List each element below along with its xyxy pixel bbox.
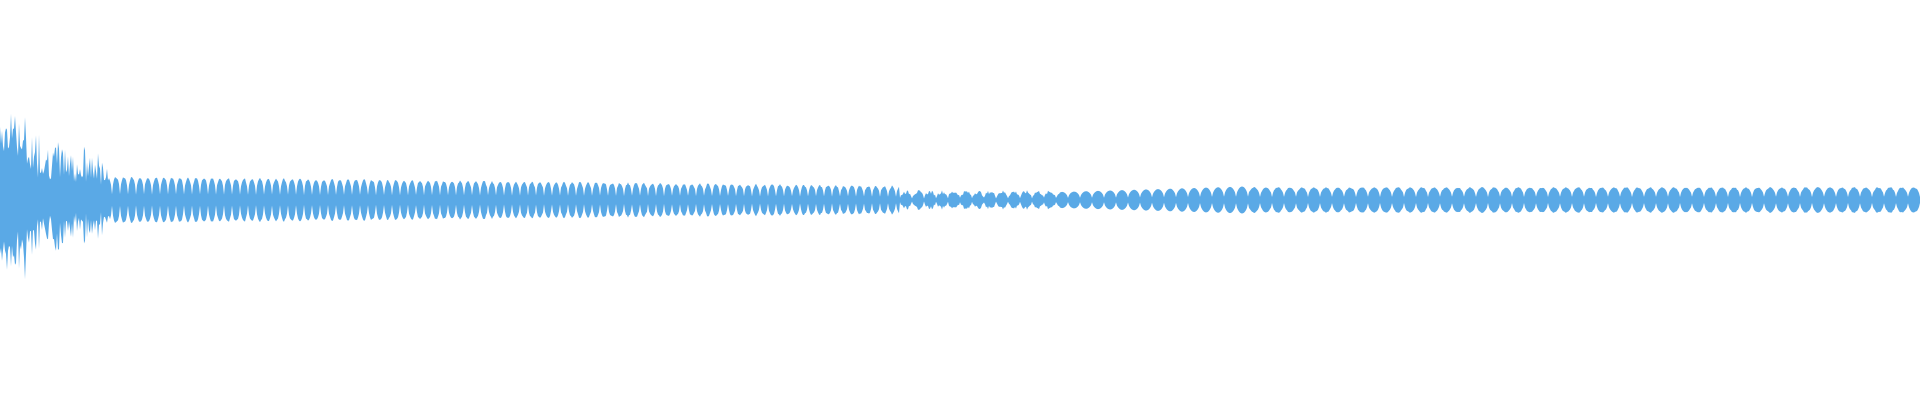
waveform-envelope xyxy=(0,113,1920,280)
